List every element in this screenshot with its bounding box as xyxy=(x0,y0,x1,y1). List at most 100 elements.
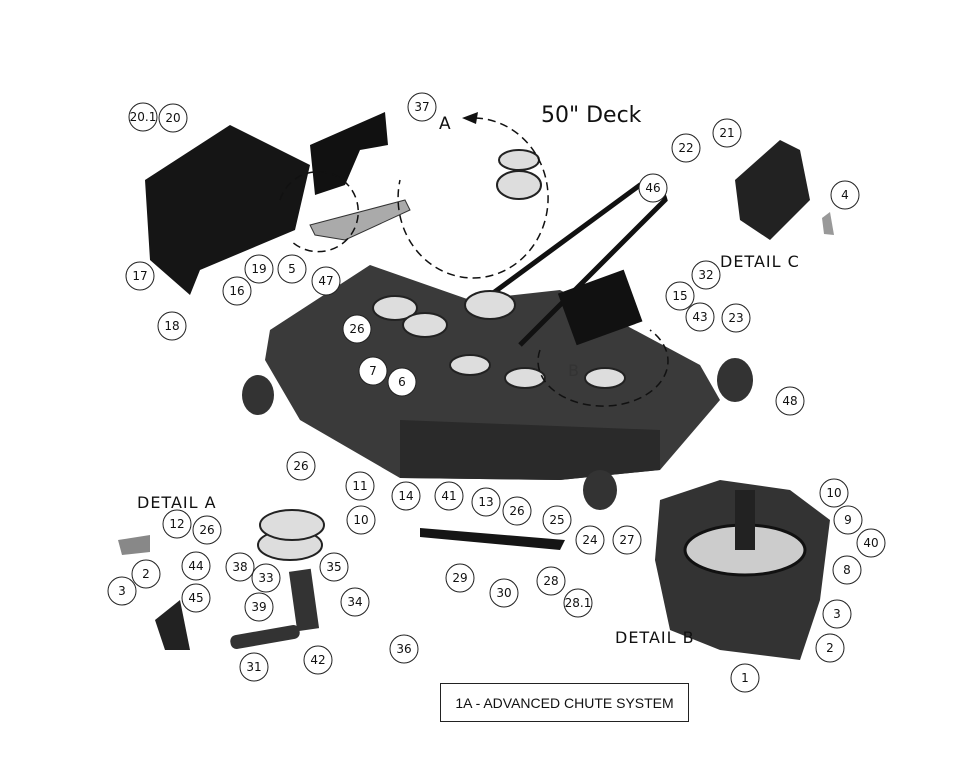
callout-5: 5 xyxy=(277,254,307,284)
callout-44: 44 xyxy=(181,551,211,581)
callout-circle xyxy=(340,587,370,617)
callout-circle xyxy=(434,481,464,511)
callout-23: 23 xyxy=(721,303,751,333)
callout-6: 6 xyxy=(387,367,417,397)
callout-number: 33 xyxy=(258,571,273,585)
callout-32: 32 xyxy=(691,260,721,290)
callout-circle xyxy=(107,576,137,606)
callout-20: 20 xyxy=(158,103,188,133)
callout-10: 10 xyxy=(346,505,376,535)
callout-number: 16 xyxy=(229,284,244,298)
callout-number: 47 xyxy=(318,274,333,288)
callout-number: 42 xyxy=(310,653,325,667)
discharge-chute xyxy=(145,125,310,295)
callout-number: 26 xyxy=(349,322,364,336)
callout-circle xyxy=(542,505,572,535)
caption-box: 1A - ADVANCED CHUTE SYSTEM xyxy=(440,683,689,722)
callout-number: 45 xyxy=(188,591,203,605)
callout-number: 26 xyxy=(199,523,214,537)
detail-b-circle xyxy=(537,329,669,407)
callout-circle xyxy=(730,663,760,693)
callout-3: 3 xyxy=(822,599,852,629)
callout-number: 7 xyxy=(369,364,377,378)
callout-20-1: 20.1 xyxy=(128,102,158,132)
callout-circle xyxy=(251,563,281,593)
detail-b-label: DETAIL B xyxy=(615,628,695,647)
callout-circle xyxy=(830,180,860,210)
detail-a-circle xyxy=(397,117,549,279)
callout-number: 30 xyxy=(496,586,511,600)
callout-27: 27 xyxy=(612,525,642,555)
callout-circle xyxy=(575,525,605,555)
arrow-head-a xyxy=(462,112,478,124)
callout-circle xyxy=(775,386,805,416)
callout-3: 3 xyxy=(107,576,137,606)
callout-number: 6 xyxy=(398,375,406,389)
detail-a-lever xyxy=(155,600,190,650)
callout-circle xyxy=(358,356,388,386)
detail-c-bracket xyxy=(735,140,810,240)
callout-circle xyxy=(389,634,419,664)
callout-number: 15 xyxy=(672,289,687,303)
view-marker-b: B xyxy=(568,361,579,380)
callout-number: 14 xyxy=(398,489,413,503)
callout-circle xyxy=(685,302,715,332)
callout-number: 44 xyxy=(188,559,203,573)
callout-10: 10 xyxy=(819,478,849,508)
callout-38: 38 xyxy=(225,552,255,582)
callout-circle xyxy=(157,311,187,341)
callout-circle xyxy=(387,367,417,397)
callout-26: 26 xyxy=(286,451,316,481)
callout-circle xyxy=(638,173,668,203)
deck-pulleys xyxy=(257,149,626,561)
callout-number: 20.1 xyxy=(130,110,157,124)
chute-bracket xyxy=(309,199,411,241)
callout-1: 1 xyxy=(730,663,760,693)
callout-circle xyxy=(832,555,862,585)
callout-circle xyxy=(162,509,192,539)
callout-circle xyxy=(471,487,501,517)
callout-4: 4 xyxy=(830,180,860,210)
callout-40: 40 xyxy=(856,528,886,558)
diagram-title: 50" Deck xyxy=(541,103,642,128)
callout-number: 5 xyxy=(288,262,296,276)
callout-33: 33 xyxy=(251,563,281,593)
callout-41: 41 xyxy=(434,481,464,511)
callout-43: 43 xyxy=(685,302,715,332)
callout-18: 18 xyxy=(157,311,187,341)
callout-number: 40 xyxy=(863,536,878,550)
callout-36: 36 xyxy=(389,634,419,664)
callout-number: 28.1 xyxy=(565,596,592,610)
callout-number: 36 xyxy=(396,642,411,656)
callout-circle xyxy=(181,583,211,613)
callout-circle xyxy=(665,281,695,311)
callout-11: 11 xyxy=(345,471,375,501)
callout-number: 4 xyxy=(841,188,849,202)
callout-number: 9 xyxy=(844,513,852,527)
callout-circle xyxy=(286,451,316,481)
gauge-wheels xyxy=(242,358,753,510)
callout-number: 11 xyxy=(352,479,367,493)
callout-number: 10 xyxy=(826,486,841,500)
detail-c-label: DETAIL C xyxy=(720,252,800,271)
callout-number: 2 xyxy=(826,641,834,655)
callout-circle xyxy=(856,528,886,558)
callout-circle xyxy=(222,276,252,306)
callout-number: 22 xyxy=(678,141,693,155)
callout-circle xyxy=(833,505,863,535)
callout-48: 48 xyxy=(775,386,805,416)
callout-2: 2 xyxy=(815,633,845,663)
chute-deflector xyxy=(310,112,388,195)
callout-number: 21 xyxy=(719,126,734,140)
callout-number: 8 xyxy=(843,563,851,577)
callout-circle xyxy=(536,566,566,596)
callout-26: 26 xyxy=(502,496,532,526)
idler-arm xyxy=(288,568,320,632)
callout-number: 31 xyxy=(246,660,261,674)
callout-12: 12 xyxy=(162,509,192,539)
callout-25: 25 xyxy=(542,505,572,535)
callout-7: 7 xyxy=(358,356,388,386)
callout-17: 17 xyxy=(125,261,155,291)
